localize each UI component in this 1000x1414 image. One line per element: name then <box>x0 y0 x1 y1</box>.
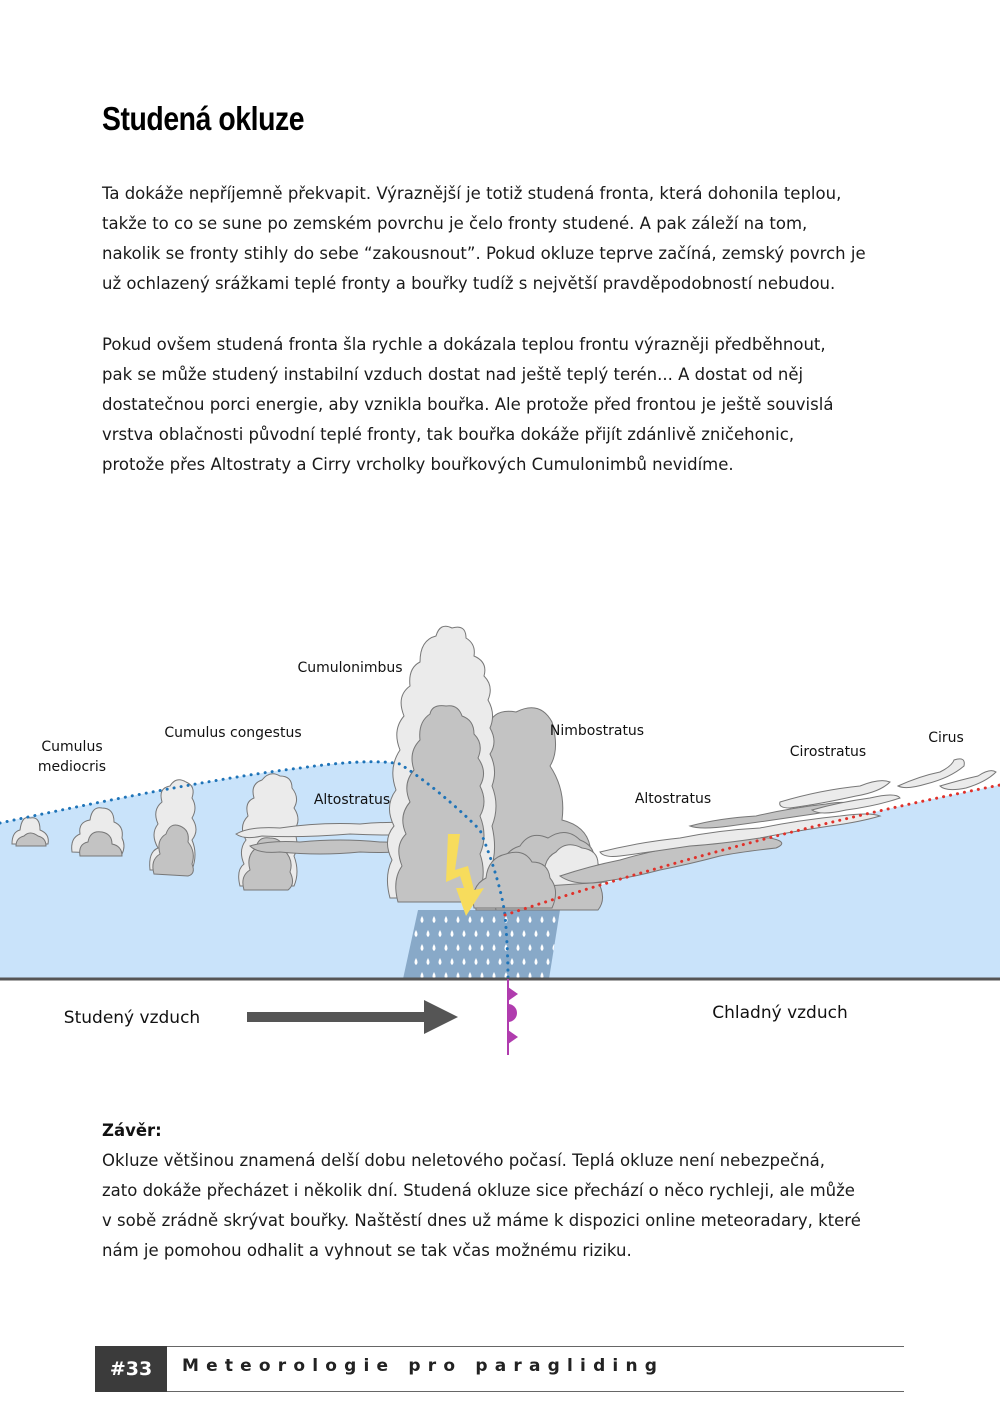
cold-occlusion-diagram: Cumulonimbus Cumulus mediocris Cumulus c… <box>0 625 1000 1055</box>
intro-paragraph: Ta dokáže nepříjemně překvapit. Výrazněj… <box>102 179 902 299</box>
footer-top-rule <box>167 1346 904 1347</box>
cumulus-mediocris-label: mediocris <box>38 759 106 775</box>
text-line: nám je pomohou odhalit a vyhnout se tak … <box>102 1241 632 1260</box>
nimbostratus-label: Nimbostratus <box>550 723 644 739</box>
conclusion-heading: Závěr: <box>102 1121 162 1140</box>
altostratus-right-label: Altostratus <box>635 791 711 807</box>
text-line: pak se může studený instabilní vzduch do… <box>102 365 804 384</box>
occlusion-front-symbol <box>507 979 518 1055</box>
second-paragraph: Pokud ovšem studená fronta šla rychle a … <box>102 330 902 480</box>
cumulus-mediocris-cloud <box>11 807 125 857</box>
text-line: nakolik se fronty stihly do sebe “zakous… <box>102 244 866 263</box>
cool-air-label: Chladný vzduch <box>712 1003 848 1023</box>
cumulonimbus-label: Cumulonimbus <box>297 660 402 676</box>
text-line: už ochlazený srážkami teplé fronty a bou… <box>102 274 836 293</box>
cirostratus-label: Cirostratus <box>790 744 866 760</box>
book-title: Meteorologie pro paragliding <box>182 1356 665 1376</box>
conclusion-paragraph: Okluze většinou znamená delší dobu nelet… <box>102 1146 902 1266</box>
cumulus-congestus-label: Cumulus congestus <box>164 725 301 741</box>
text-line: v sobě zrádně skrývat bouřky. Naštěstí d… <box>102 1211 861 1230</box>
text-line: dostatečnou porci energie, aby vznikla b… <box>102 395 834 414</box>
page-title: Studená okluze <box>102 100 305 137</box>
text-line: zato dokáže přecházet i několik dní. Stu… <box>102 1181 855 1200</box>
text-line: vrstva oblačnosti původní teplé fronty, … <box>102 425 795 444</box>
cumulonimbus-cloud <box>386 625 556 909</box>
rain-shaft <box>403 910 560 979</box>
movement-arrow <box>247 1000 458 1034</box>
cirrostratus-cloud <box>779 780 901 814</box>
warm-front-line <box>503 783 1000 917</box>
lightning-icon <box>446 834 484 916</box>
altostratus-right-cloud <box>558 801 882 884</box>
cumulus-mediocris-label: Cumulus <box>41 739 102 755</box>
cirus-label: Cirus <box>928 730 964 746</box>
text-line: Pokud ovšem studená fronta šla rychle a … <box>102 335 826 354</box>
cirrus-cloud <box>896 758 997 791</box>
footer-bottom-rule <box>167 1391 904 1392</box>
altostratus-left-label: Altostratus <box>314 792 390 808</box>
text-line: takže to co se sune po zemském povrchu j… <box>102 214 808 233</box>
text-line: Okluze většinou znamená delší dobu nelet… <box>102 1151 826 1170</box>
cold-air-label: Studený vzduch <box>64 1008 200 1028</box>
cumulus-congestus-cloud <box>149 773 299 891</box>
text-line: protože přes Altostraty a Cirry vrcholky… <box>102 455 734 474</box>
text-line: Ta dokáže nepříjemně překvapit. Výrazněj… <box>102 184 842 203</box>
page-number: #33 <box>95 1346 167 1392</box>
